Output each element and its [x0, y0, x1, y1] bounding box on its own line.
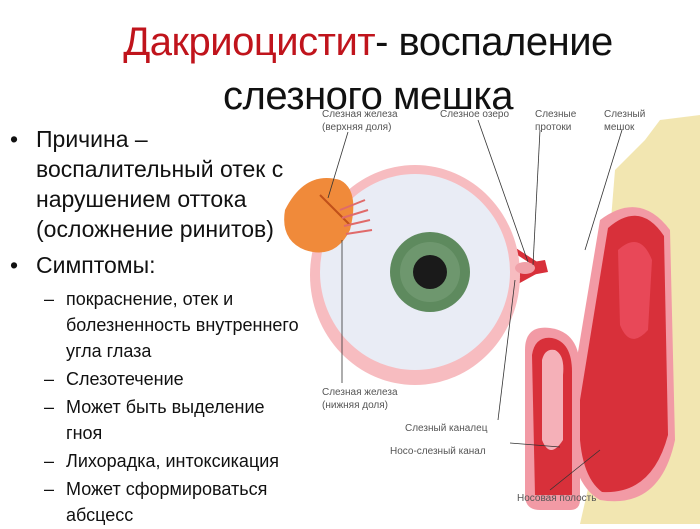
symptom-item: – Может сформироваться абсцесс — [6, 476, 336, 528]
title-rest: - воспаление — [375, 20, 613, 64]
label-tear-lake: Слезное озеро — [440, 109, 510, 120]
label-line: мешок — [604, 122, 635, 133]
symptom-line: Может быть выделение — [66, 397, 265, 417]
label-lacrimal-sac: Слезный мешок — [604, 108, 645, 134]
symptom-line: болезненность внутреннего — [66, 315, 299, 335]
anatomy-illustration — [284, 115, 700, 524]
label-nasal-cavity: Носовая полость — [517, 493, 597, 504]
title-term: Дакриоцистит — [123, 20, 376, 64]
symptom-item: – покраснение, отек и болезненность внут… — [6, 286, 336, 364]
bullet-line: нарушением оттока — [36, 186, 247, 212]
label-line: протоки — [535, 122, 572, 133]
bullet-line: Симптомы: — [36, 252, 156, 278]
symptom-line: Лихорадка, интоксикация — [66, 451, 280, 471]
dash-marker: – — [44, 397, 55, 417]
dash-marker: – — [44, 451, 55, 471]
label-line: Слезный — [604, 109, 646, 120]
symptom-item: – Может быть выделение гноя — [6, 394, 336, 446]
label-line: (нижняя доля) — [322, 400, 389, 411]
bullet-cause: Причина – воспалительный отек с нарушени… — [6, 124, 336, 244]
label-line: Слезная железа — [322, 387, 398, 398]
symptom-line: угла глаза — [66, 341, 152, 361]
symptom-line: покраснение, отек и — [66, 289, 234, 309]
dash-marker: – — [44, 289, 55, 309]
label-lacrimal-ducts: Слезные протоки — [535, 108, 576, 134]
dash-marker: – — [44, 479, 55, 499]
label-canaliculus: Слезный каналец — [405, 423, 488, 434]
label-gland-upper: Слезная железа (верхняя доля) — [322, 108, 398, 134]
symptom-line: гноя — [66, 423, 103, 443]
bullet-list: Причина – воспалительный отек с нарушени… — [6, 124, 336, 528]
slide-title-line-1: Дакриоцистит- воспаление — [18, 20, 700, 64]
label-nasolacrimal-duct: Носо-слезный канал — [390, 446, 486, 457]
dash-marker: – — [44, 369, 55, 389]
symptom-line: абсцесс — [66, 505, 134, 525]
bullet-line: воспалительный отек с — [36, 156, 284, 182]
symptom-item: – Лихорадка, интоксикация — [6, 448, 336, 474]
bullet-symptoms: Симптомы: — [6, 250, 336, 280]
label-line: (верхняя доля) — [322, 122, 392, 133]
label-line: Слезные — [535, 109, 577, 120]
symptom-line: Может сформироваться — [66, 479, 268, 499]
bullet-line: (осложнение ринитов) — [36, 216, 274, 242]
bullet-line: Причина – — [36, 126, 148, 152]
symptom-item: – Слезотечение — [6, 366, 336, 392]
symptom-line: Слезотечение — [66, 369, 184, 389]
label-gland-lower: Слезная железа (нижняя доля) — [322, 386, 398, 412]
slide-title-line-2: слезного мешка — [223, 74, 513, 118]
lacrimal-apparatus-diagram: Слезная железа (верхняя доля) Слезное озе… — [280, 100, 700, 524]
label-line: Слезная железа — [322, 109, 398, 120]
